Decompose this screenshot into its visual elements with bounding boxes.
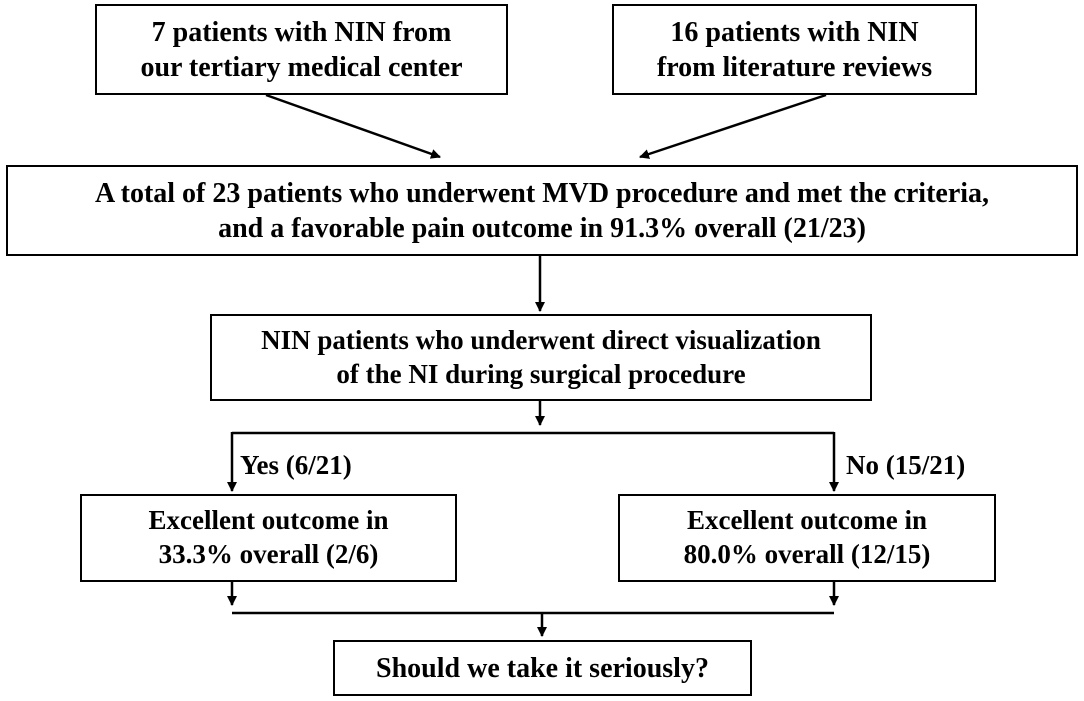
yes-outcome-box: Excellent outcome in 33.3% overall (2/6) [80, 494, 457, 582]
no-outcome-box: Excellent outcome in 80.0% overall (12/1… [618, 494, 996, 582]
total-line1: A total of 23 patients who underwent MVD… [94, 177, 990, 209]
visualization-box: NIN patients who underwent direct visual… [210, 314, 872, 401]
yes-branch-label: Yes (6/21) [240, 450, 352, 480]
no-outcome-line1: Excellent outcome in [687, 505, 927, 536]
no-branch-label: No (15/21) [846, 450, 966, 480]
yes-outcome-line2: 33.3% overall (2/6) [158, 539, 379, 569]
source-left-box: 7 patients with NIN from our tertiary me… [95, 4, 508, 95]
yes-outcome-line1: Excellent outcome in [148, 505, 389, 536]
visualization-line1: NIN patients who underwent direct visual… [261, 324, 821, 355]
total-box: A total of 23 patients who underwent MVD… [6, 165, 1078, 256]
source-left-line1: 7 patients with NIN from [151, 16, 452, 48]
source-right-box: 16 patients with NIN from literature rev… [612, 4, 977, 95]
source-right-line1: 16 patients with NIN [670, 16, 919, 48]
source-right-line2: from literature reviews [656, 51, 933, 83]
arrow-right-source-to-total [639, 93, 827, 159]
conclusion-text: Should we take it seriously? [376, 652, 709, 684]
total-line2: and a favorable pain outcome in 91.3% ov… [218, 212, 866, 244]
no-outcome-line2: 80.0% overall (12/15) [683, 539, 931, 569]
source-left-line2: our tertiary medical center [140, 51, 463, 83]
conclusion-box: Should we take it seriously? [333, 640, 752, 696]
arrow-left-source-to-total [265, 93, 441, 159]
visualization-line2: of the NI during surgical procedure [336, 358, 746, 389]
